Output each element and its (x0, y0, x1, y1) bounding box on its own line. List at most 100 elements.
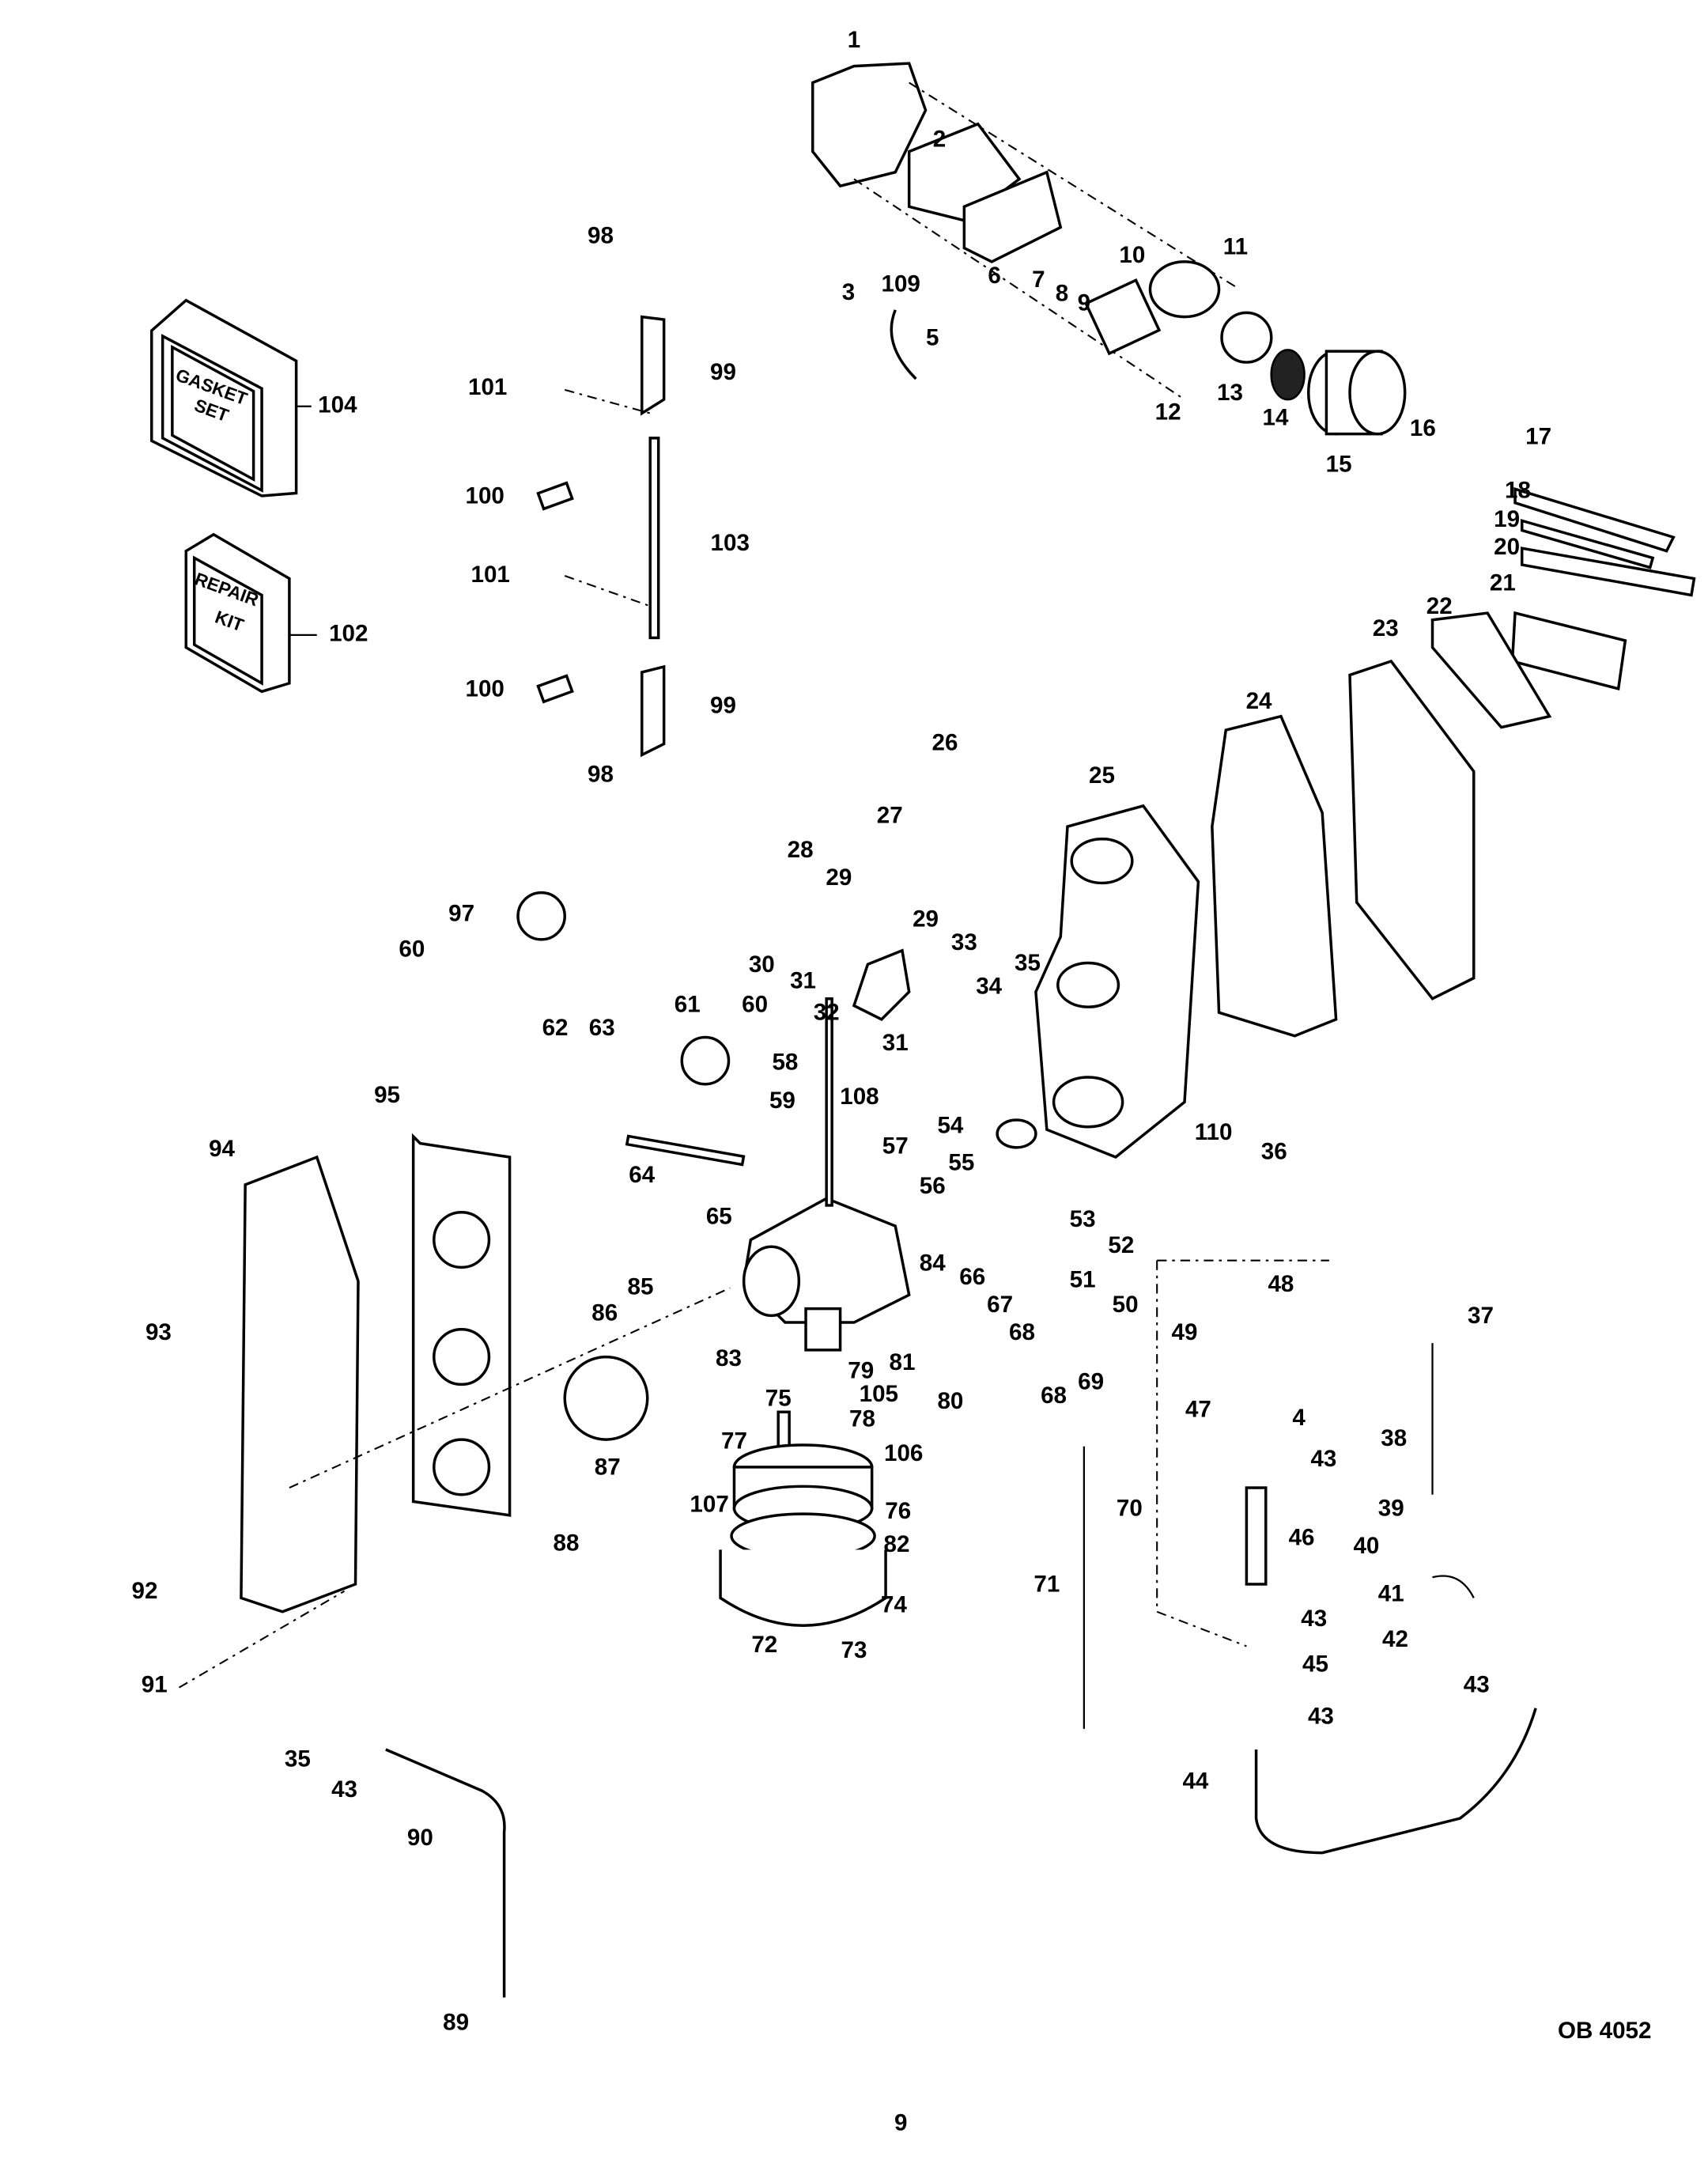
callout-34: 34 (976, 974, 1002, 1000)
callout-86: 86 (591, 1299, 618, 1326)
callout-31: 31 (882, 1030, 909, 1056)
callout-49: 49 (1172, 1319, 1198, 1345)
callout-72: 72 (751, 1632, 777, 1658)
callout-43: 43 (1301, 1606, 1327, 1632)
page-number: 9 (894, 2110, 907, 2136)
part-drawings: GASKET SET REPAIR KIT (149, 62, 1696, 1998)
callout-23: 23 (1373, 615, 1399, 641)
callout-26: 26 (931, 729, 958, 755)
callout-84: 84 (920, 1250, 946, 1277)
callout-17: 17 (1525, 424, 1551, 450)
callout-22: 22 (1426, 593, 1453, 619)
callout-104: 104 (318, 392, 357, 418)
callout-75: 75 (765, 1385, 792, 1411)
callout-6: 6 (988, 263, 1000, 289)
callout-79: 79 (848, 1358, 874, 1384)
callout-43: 43 (1464, 1672, 1490, 1698)
callout-95: 95 (374, 1082, 400, 1108)
callout-110: 110 (1195, 1119, 1233, 1145)
callout-7: 7 (1032, 267, 1045, 293)
callout-3: 3 (842, 279, 855, 305)
callout-33: 33 (951, 929, 977, 955)
callout-103: 103 (711, 530, 750, 556)
callout-4: 4 (1292, 1405, 1306, 1431)
callout-63: 63 (589, 1015, 615, 1041)
callout-39: 39 (1378, 1496, 1404, 1522)
callout-106: 106 (884, 1440, 923, 1466)
callout-108: 108 (840, 1084, 879, 1110)
callout-100: 100 (466, 483, 504, 509)
callout-105: 105 (860, 1381, 898, 1407)
callout-94: 94 (209, 1136, 235, 1162)
callout-16: 16 (1410, 415, 1436, 441)
callout-35: 35 (285, 1746, 311, 1772)
callout-98: 98 (588, 222, 614, 248)
callout-53: 53 (1070, 1206, 1096, 1232)
callout-25: 25 (1089, 762, 1115, 789)
callout-80: 80 (937, 1388, 963, 1414)
callout-65: 65 (706, 1203, 732, 1229)
callout-36: 36 (1261, 1139, 1287, 1165)
callout-59: 59 (769, 1088, 795, 1114)
callout-11: 11 (1223, 233, 1248, 259)
callout-101: 101 (470, 562, 509, 588)
callout-109: 109 (882, 270, 920, 297)
callout-70: 70 (1117, 1496, 1143, 1522)
callout-107: 107 (690, 1492, 728, 1518)
callout-100: 100 (466, 675, 504, 702)
callout-77: 77 (721, 1428, 747, 1454)
callout-71: 71 (1033, 1572, 1060, 1598)
callout-42: 42 (1382, 1626, 1408, 1652)
callout-40: 40 (1353, 1533, 1379, 1559)
callout-8: 8 (1056, 281, 1068, 307)
callout-99: 99 (710, 359, 736, 385)
callout-83: 83 (716, 1345, 742, 1371)
callout-87: 87 (595, 1454, 621, 1480)
callout-45: 45 (1302, 1651, 1328, 1678)
callout-37: 37 (1468, 1303, 1494, 1329)
callout-44: 44 (1182, 1768, 1208, 1795)
callout-5: 5 (926, 324, 939, 350)
callout-24: 24 (1246, 688, 1272, 714)
callout-60: 60 (399, 936, 425, 963)
callout-29: 29 (826, 864, 852, 891)
callout-32: 32 (814, 1000, 840, 1026)
callout-78: 78 (849, 1406, 875, 1432)
callout-38: 38 (1381, 1425, 1407, 1451)
callout-50: 50 (1113, 1292, 1139, 1318)
callout-55: 55 (948, 1150, 974, 1176)
callout-93: 93 (145, 1319, 172, 1345)
callout-101: 101 (468, 374, 507, 400)
drawing-code: OB 4052 (1558, 2018, 1651, 2044)
callout-76: 76 (885, 1498, 911, 1524)
callout-35: 35 (1015, 950, 1041, 976)
callout-1: 1 (848, 27, 860, 53)
callout-82: 82 (884, 1531, 910, 1557)
callout-92: 92 (132, 1578, 158, 1604)
callout-13: 13 (1217, 380, 1243, 406)
callout-56: 56 (920, 1173, 946, 1199)
callout-12: 12 (1155, 399, 1181, 425)
callout-47: 47 (1185, 1396, 1211, 1422)
repair-kit-box: REPAIR KIT (184, 532, 317, 694)
callout-66: 66 (959, 1264, 985, 1290)
callout-43: 43 (1308, 1704, 1334, 1730)
callout-19: 19 (1494, 506, 1520, 532)
gasket-set-box: GASKET SET (149, 298, 312, 497)
callout-21: 21 (1490, 569, 1516, 596)
callout-62: 62 (542, 1015, 569, 1041)
callout-67: 67 (987, 1292, 1013, 1318)
callout-89: 89 (443, 2009, 469, 2035)
callout-61: 61 (675, 991, 701, 1017)
callout-14: 14 (1263, 404, 1289, 430)
callout-20: 20 (1494, 534, 1520, 560)
callout-43: 43 (331, 1776, 357, 1803)
callout-64: 64 (629, 1162, 655, 1188)
callout-46: 46 (1289, 1524, 1315, 1550)
callout-99: 99 (710, 692, 736, 718)
callout-85: 85 (628, 1273, 654, 1299)
callout-98: 98 (588, 761, 614, 787)
callout-68: 68 (1041, 1383, 1067, 1409)
